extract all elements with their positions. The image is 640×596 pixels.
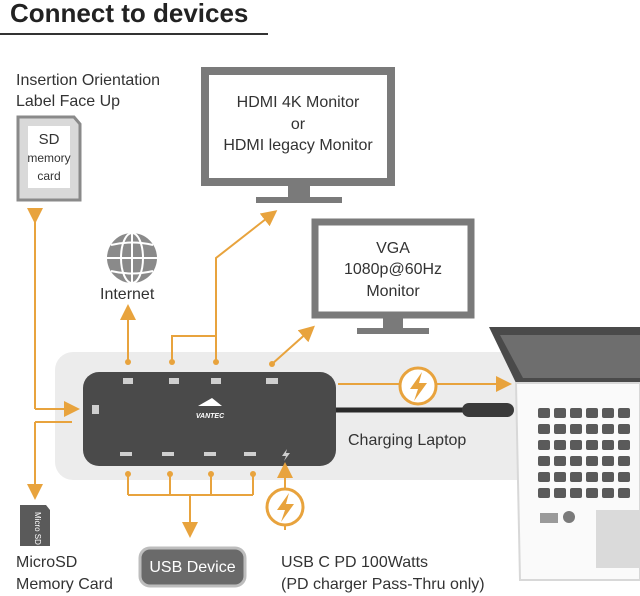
hdmi-monitor-neck bbox=[288, 185, 310, 198]
usb-device-label: USB Device bbox=[149, 559, 236, 576]
vga-monitor-neck bbox=[383, 318, 403, 329]
hdmi-monitor-line2: or bbox=[290, 116, 306, 133]
vga-monitor-line2: 1080p@60Hz bbox=[343, 261, 443, 278]
hdmi-monitor-base bbox=[256, 197, 342, 203]
hub-port-icons bbox=[92, 378, 290, 461]
vga-monitor-line1: VGA bbox=[376, 240, 410, 257]
vga-monitor-base bbox=[357, 328, 429, 334]
lightning-icon-pd bbox=[265, 487, 305, 527]
internet-label: Internet bbox=[100, 286, 155, 303]
laptop-icon bbox=[489, 327, 640, 581]
vga-connection-line bbox=[271, 325, 315, 365]
usb-c-connector bbox=[462, 403, 514, 417]
hub-body bbox=[83, 372, 336, 466]
sd-card-label-area bbox=[28, 126, 70, 188]
microsd-label-line1: MicroSD bbox=[16, 554, 78, 571]
sd-card-text-line3: card bbox=[37, 169, 61, 183]
hdmi-monitor-line1: HDMI 4K Monitor bbox=[236, 94, 360, 111]
page-title: Connect to devices bbox=[10, 0, 249, 28]
sd-orientation-line2: Label Face Up bbox=[16, 93, 121, 110]
usb-c-pd-line2: (PD charger Pass-Thru only) bbox=[281, 576, 485, 593]
hub-logo-text: VANTEC bbox=[195, 413, 225, 420]
hub-logo-mark bbox=[198, 398, 222, 406]
hdmi-connection-line bbox=[171, 210, 278, 362]
microsd-card-text: Micro SD bbox=[33, 512, 42, 545]
usb-device-box bbox=[138, 546, 247, 588]
lightning-icon-charging bbox=[398, 366, 438, 406]
charging-laptop-label: Charging Laptop bbox=[348, 432, 467, 449]
hdmi-monitor-line3: HDMI legacy Monitor bbox=[223, 137, 373, 154]
microsd-card-icon bbox=[20, 505, 50, 546]
microsd-label-line2: Memory Card bbox=[16, 576, 113, 593]
globe-icon bbox=[107, 232, 157, 284]
title-underline bbox=[0, 33, 268, 35]
hdmi-monitor-icon bbox=[201, 67, 395, 186]
sd-card-text-line1: SD bbox=[38, 131, 60, 148]
vga-monitor-line3: Monitor bbox=[366, 283, 420, 300]
vga-monitor-icon bbox=[311, 218, 475, 319]
sd-card-text-line2: memory bbox=[27, 151, 71, 165]
sd-orientation-line1: Insertion Orientation bbox=[16, 72, 161, 89]
usb-c-pd-line1: USB C PD 100Watts bbox=[281, 554, 429, 571]
usb-device-connection-lines bbox=[127, 474, 254, 538]
